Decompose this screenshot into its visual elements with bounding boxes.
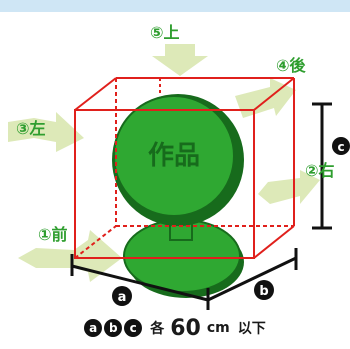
dimension-marker-c: c [332, 137, 350, 155]
box-back-edges [74, 77, 295, 226]
arrow-left [8, 112, 84, 152]
dimension-b-line [207, 256, 297, 302]
label-work: 作品 [148, 141, 200, 171]
caption-each: 各 [150, 321, 165, 337]
arrow-top [152, 44, 208, 76]
svg-text:c: c [337, 140, 344, 154]
arrow-right [258, 170, 320, 204]
dimension-lines [70, 102, 332, 310]
svg-text:a: a [118, 290, 127, 305]
label-top: ⑤上 [150, 23, 180, 42]
caption-below: 以下 [237, 321, 266, 337]
caption-marker-a: a [84, 319, 103, 337]
size-caption: a b c 各 60 cm 以下 [0, 313, 350, 343]
svg-text:b: b [259, 284, 268, 299]
caption-marker-b: b [104, 319, 123, 337]
dimension-marker-a: a [112, 286, 132, 306]
caption-marker-c: c [124, 319, 143, 337]
label-left: ③左 [16, 119, 46, 138]
label-right: ②右 [305, 161, 335, 180]
work-object [112, 94, 244, 298]
box-front-edges [74, 78, 295, 259]
label-back: ④後 [276, 56, 307, 75]
dimension-a-line [71, 264, 209, 302]
caption-unit: cm [206, 320, 230, 336]
top-strip [0, 0, 350, 12]
dimension-marker-b: b [254, 280, 274, 300]
label-front: ①前 [38, 225, 68, 244]
arrow-front [18, 230, 122, 282]
caption-number: 60 [170, 315, 201, 341]
